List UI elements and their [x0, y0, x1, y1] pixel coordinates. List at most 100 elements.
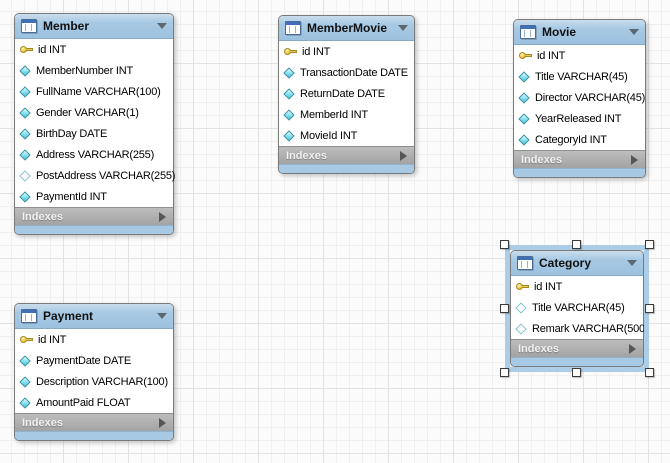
expand-arrow-icon[interactable]	[400, 150, 407, 161]
notnull-column-icon	[283, 108, 295, 121]
column-row[interactable]: Address VARCHAR(255)	[15, 144, 173, 165]
column-row[interactable]: PaymentDate DATE	[15, 350, 173, 371]
column-row[interactable]: id INT	[279, 41, 414, 62]
column-row[interactable]: Title VARCHAR(45)	[511, 297, 643, 318]
column-row[interactable]: id INT	[514, 45, 645, 66]
expand-arrow-icon[interactable]	[629, 343, 636, 354]
column-row[interactable]: MovieId INT	[279, 125, 414, 146]
column-row[interactable]: Gender VARCHAR(1)	[15, 102, 173, 123]
column-row[interactable]: MemberId INT	[279, 104, 414, 125]
column-label: id INT	[38, 333, 67, 346]
collapse-arrow-icon[interactable]	[627, 260, 637, 266]
table-title: MemberMovie	[307, 21, 388, 35]
column-row[interactable]: CategoryId INT	[514, 129, 645, 150]
indexes-footer[interactable]: Indexes	[514, 150, 645, 168]
column-row[interactable]: Description VARCHAR(100)	[15, 371, 173, 392]
column-label: PostAddress VARCHAR(255)	[36, 169, 176, 182]
column-label: id INT	[534, 280, 563, 293]
collapse-arrow-icon[interactable]	[157, 313, 167, 319]
indexes-label: Indexes	[286, 149, 327, 162]
column-label: Remark VARCHAR(500)	[532, 322, 649, 335]
notnull-column-icon	[518, 133, 530, 146]
indexes-footer[interactable]: Indexes	[279, 146, 414, 164]
indexes-footer[interactable]: Indexes	[15, 207, 173, 225]
column-row[interactable]: FullName VARCHAR(100)	[15, 81, 173, 102]
notnull-column-icon	[283, 129, 295, 142]
selection-handle-se[interactable]	[645, 368, 654, 377]
column-row[interactable]: PostAddress VARCHAR(255)	[15, 165, 176, 186]
nullable-column-icon	[19, 169, 31, 182]
selection-handle-sw[interactable]	[500, 368, 509, 377]
column-label: MemberNumber INT	[36, 64, 134, 77]
indexes-label: Indexes	[22, 416, 63, 429]
table-title: Category	[539, 256, 592, 270]
table-member-header[interactable]: Member	[15, 14, 173, 39]
column-row[interactable]: Remark VARCHAR(500)	[511, 318, 649, 339]
table-payment[interactable]: Payment id INT PaymentDate DATE Descript…	[14, 303, 174, 441]
collapse-arrow-icon[interactable]	[629, 29, 639, 35]
table-movie-header[interactable]: Movie	[514, 20, 645, 45]
table-member[interactable]: Member id INT MemberNumber INT FullName …	[14, 13, 176, 235]
table-bottom-strip	[511, 357, 643, 366]
column-row[interactable]: PaymentId INT	[15, 186, 173, 207]
expand-arrow-icon[interactable]	[159, 417, 166, 428]
notnull-column-icon	[19, 396, 31, 409]
notnull-column-icon	[283, 87, 295, 100]
table-membermovie[interactable]: MemberMovie id INT TransactionDate DATE …	[278, 15, 415, 174]
column-row[interactable]: MemberNumber INT	[15, 60, 173, 81]
nullable-column-icon	[515, 301, 527, 314]
indexes-label: Indexes	[518, 342, 559, 355]
selection-handle-ne[interactable]	[645, 240, 654, 249]
column-label: ReturnDate DATE	[300, 87, 385, 100]
notnull-column-icon	[19, 354, 31, 367]
column-row[interactable]: id INT	[15, 39, 173, 60]
table-bottom-strip	[514, 168, 645, 177]
selection-handle-s[interactable]	[572, 368, 581, 377]
column-row[interactable]: Director VARCHAR(45)	[514, 87, 645, 108]
selection-handle-w[interactable]	[500, 303, 509, 313]
table-category-header[interactable]: Category	[511, 251, 643, 276]
column-row[interactable]: id INT	[511, 276, 643, 297]
column-row[interactable]: Title VARCHAR(45)	[514, 66, 645, 87]
column-label: MovieId INT	[300, 129, 358, 142]
table-icon	[21, 19, 37, 33]
indexes-footer[interactable]: Indexes	[511, 339, 643, 357]
table-payment-header[interactable]: Payment	[15, 304, 173, 329]
selection-handle-e[interactable]	[645, 303, 654, 313]
notnull-column-icon	[19, 85, 31, 98]
table-title: Member	[43, 19, 90, 33]
column-row[interactable]: BirthDay DATE	[15, 123, 173, 144]
column-row[interactable]: id INT	[15, 329, 173, 350]
table-category-columns: id INT Title VARCHAR(45) Remark VARCHAR(…	[511, 276, 649, 339]
column-label: FullName VARCHAR(100)	[36, 85, 161, 98]
expand-arrow-icon[interactable]	[631, 154, 638, 165]
table-category[interactable]: Category id INT Title VARCHAR(45) Remark…	[500, 240, 654, 377]
column-label: Title VARCHAR(45)	[532, 301, 625, 314]
table-movie[interactable]: Movie id INT Title VARCHAR(45) Director …	[513, 19, 646, 178]
column-row[interactable]: YearReleased INT	[514, 108, 645, 129]
column-label: Director VARCHAR(45)	[535, 91, 646, 104]
column-label: id INT	[302, 45, 331, 58]
notnull-column-icon	[19, 64, 31, 77]
table-movie-columns: id INT Title VARCHAR(45) Director VARCHA…	[514, 45, 645, 150]
collapse-arrow-icon[interactable]	[398, 25, 408, 31]
primary-key-icon	[519, 51, 532, 61]
selection-handle-n[interactable]	[572, 240, 581, 249]
notnull-column-icon	[19, 190, 31, 203]
table-membermovie-header[interactable]: MemberMovie	[279, 16, 414, 41]
column-row[interactable]: ReturnDate DATE	[279, 83, 414, 104]
table-membermovie-columns: id INT TransactionDate DATE ReturnDate D…	[279, 41, 414, 146]
table-icon	[285, 21, 301, 35]
collapse-arrow-icon[interactable]	[157, 23, 167, 29]
column-row[interactable]: AmountPaid FLOAT	[15, 392, 173, 413]
indexes-footer[interactable]: Indexes	[15, 413, 173, 431]
column-row[interactable]: TransactionDate DATE	[279, 62, 414, 83]
notnull-column-icon	[19, 148, 31, 161]
selection-handle-nw[interactable]	[500, 240, 509, 249]
expand-arrow-icon[interactable]	[159, 211, 166, 222]
primary-key-icon	[20, 45, 33, 55]
notnull-column-icon	[518, 70, 530, 83]
column-label: Address VARCHAR(255)	[36, 148, 155, 161]
table-icon	[517, 256, 533, 270]
